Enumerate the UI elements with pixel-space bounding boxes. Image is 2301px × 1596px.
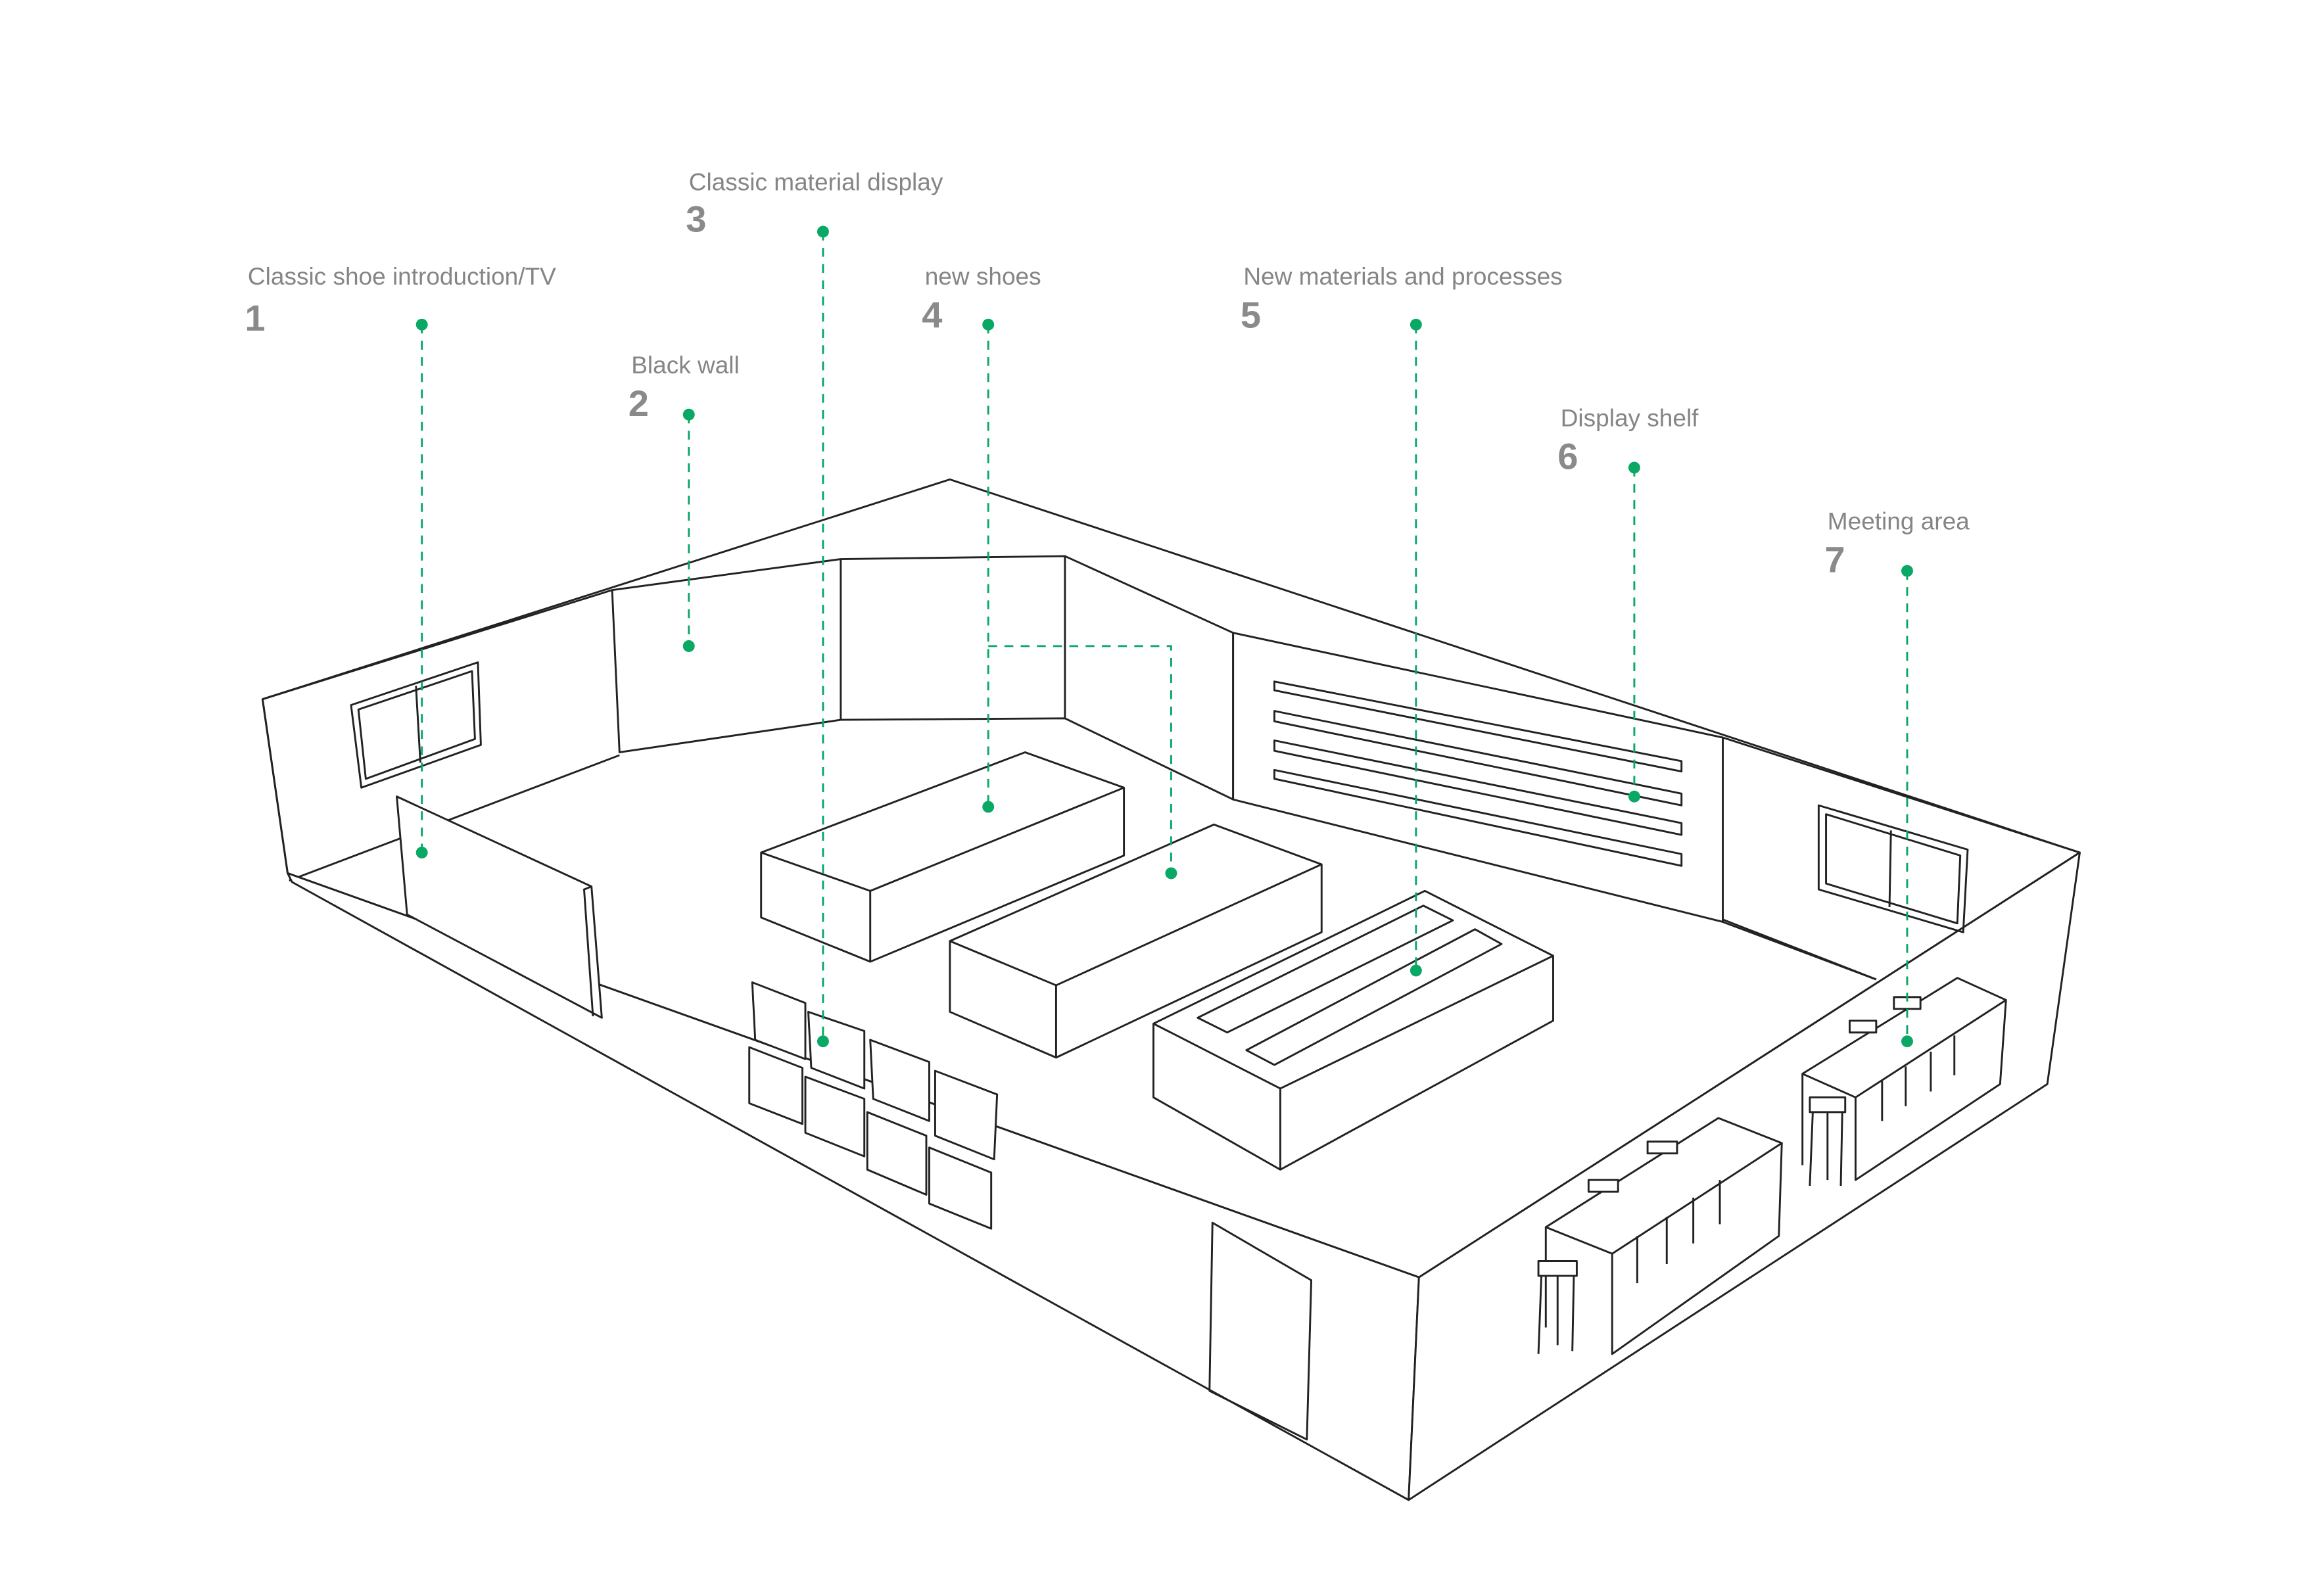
material-panels [748,981,999,1230]
callout-title: New materials and processes [1243,262,1562,290]
callout-7: Meeting area 7 [1824,507,1970,1048]
callout-title: new shoes [925,262,1041,290]
callout-3: Classic material display 3 [686,168,943,1048]
tv-panel [396,795,603,1019]
callout-5: New materials and processes 5 [1241,262,1563,977]
marker-dot [1628,461,1640,474]
callout-4: new shoes 4 [922,262,1177,880]
marker-dot [1901,565,1913,577]
marker-dot [1628,790,1640,803]
marker-dot [982,801,995,813]
marker-dot [415,847,428,858]
callout-number: 5 [1241,294,1261,335]
window-left [350,661,482,789]
marker-dot [682,408,695,421]
new-shoes-table-2 [949,823,1323,1059]
marker-dot [982,318,995,331]
room-structure [261,478,2081,1501]
callout-title: Meeting area [1828,507,1970,535]
callout-number: 3 [686,198,706,239]
callout-1: Classic shoe introduction/TV 1 [245,262,556,858]
new-shoes-table-1 [760,751,1126,963]
marker-dot [1410,318,1422,331]
marker-dot [1165,867,1177,880]
callout-number: 1 [245,297,265,339]
callout-title: Display shelf [1561,404,1699,432]
callout-number: 7 [1824,539,1845,580]
callout-number: 4 [922,294,942,335]
marker-dot [1901,1035,1913,1048]
callout-title: Black wall [631,351,740,379]
callout-title: Classic material display [689,168,943,196]
callout-number: 2 [629,383,649,424]
marker-dot [1410,964,1422,977]
callout-2: Black wall 2 [629,351,740,652]
marker-dot [817,1035,829,1048]
callout-title: Classic shoe introduction/TV [248,262,556,290]
meeting-table-1 [1537,1117,1783,1355]
window-right [1817,804,1969,933]
callout-6: Display shelf 6 [1557,404,1699,803]
callout-number: 6 [1557,436,1578,477]
marker-dot [682,640,695,652]
marker-dot [817,225,829,238]
marker-dot [415,318,428,331]
materials-table [1152,889,1554,1171]
display-shelves [1273,680,1683,867]
door [1208,1221,1313,1441]
